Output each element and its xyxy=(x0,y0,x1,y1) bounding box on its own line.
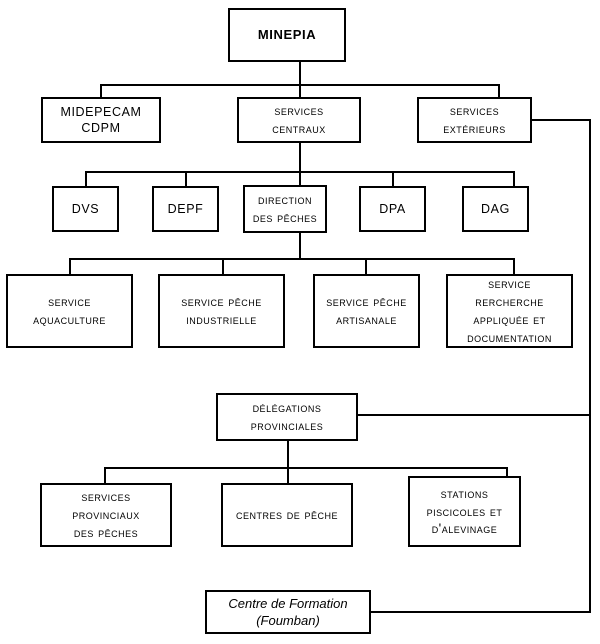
node-service-peche-industrielle-label: Service Pêche Industrielle xyxy=(178,293,265,329)
node-minepia-label: MINEPIA xyxy=(257,27,317,43)
node-midepecam-cdpm-label: MIDEPECAM CDPM xyxy=(57,104,144,137)
connector-row6-drop-centres xyxy=(287,467,289,484)
connector-row4-drop-recherche xyxy=(513,258,515,275)
node-services-provinciaux-line1: Services xyxy=(81,489,131,505)
node-services-centraux[interactable]: Services Centraux xyxy=(237,97,361,143)
node-service-aquaculture[interactable]: Service Aquaculture xyxy=(6,274,133,348)
node-dpa[interactable]: DPA xyxy=(359,186,426,232)
node-stations-piscicoles-label: Stations piscicoles et d'alevinage xyxy=(424,485,506,538)
connector-exterieurs-right xyxy=(531,119,591,121)
node-stations-piscicoles[interactable]: Stations piscicoles et d'alevinage xyxy=(408,476,521,547)
connector-row2-drop-center xyxy=(299,84,301,98)
node-services-centraux-label: Services Centraux xyxy=(269,102,329,138)
node-service-peche-artisanale-line1: Service Pêche xyxy=(326,294,407,310)
connector-row4-drop-industrielle xyxy=(222,258,224,275)
node-service-aquaculture-label: Service Aquaculture xyxy=(30,293,109,329)
node-services-exterieurs-line1: Services xyxy=(449,103,500,119)
node-services-provinciaux-line2: provinciaux xyxy=(72,507,140,523)
connector-row6-drop-stations xyxy=(506,467,508,484)
connector-row6-bus xyxy=(104,467,508,469)
connector-centraux-stem xyxy=(299,143,301,173)
connector-row4-bus xyxy=(69,258,513,260)
node-services-exterieurs-label: Services Extérieurs xyxy=(440,102,509,138)
node-dpa-label: DPA xyxy=(379,201,406,216)
connector-row4-drop-artisanale xyxy=(365,258,367,275)
node-services-centraux-line1: Services xyxy=(274,103,324,119)
node-direction-des-peches-line1: Direction xyxy=(258,192,312,208)
node-stations-line2: piscicoles et xyxy=(426,503,503,519)
connector-delegations-to-trunk xyxy=(357,414,591,416)
node-centre-de-formation-label: Centre de Formation (Foumban) xyxy=(225,595,350,629)
node-delegations-line2: Provinciales xyxy=(250,418,324,433)
node-direction-des-peches-line2: des Pêches xyxy=(252,210,318,225)
node-service-peche-industrielle[interactable]: Service Pêche Industrielle xyxy=(158,274,285,348)
node-dvs[interactable]: DVS xyxy=(52,186,119,232)
connector-row3-drop-dag xyxy=(513,171,515,188)
connector-row3-drop-depf xyxy=(185,171,187,188)
node-direction-des-peches[interactable]: Direction des Pêches xyxy=(243,185,327,233)
node-services-exterieurs-line2: Extérieurs xyxy=(443,121,506,136)
node-stations-line1: Stations xyxy=(440,485,489,501)
node-service-peche-artisanale[interactable]: Service Pêche Artisanale xyxy=(313,274,420,348)
node-service-peche-artisanale-line2: Artisanale xyxy=(336,312,397,327)
connector-row6-drop-provinciaux xyxy=(104,467,106,484)
node-centre-formation-line1: Centre de Formation xyxy=(228,595,348,611)
node-services-exterieurs[interactable]: Services Extérieurs xyxy=(417,97,532,143)
connector-row3-drop-dvs xyxy=(85,171,87,188)
node-midepecam-cdpm-line2: CDPM xyxy=(81,121,121,135)
node-service-recherche-line3: Appliquée et xyxy=(473,312,546,327)
node-midepecam-cdpm-line1: MIDEPECAM xyxy=(60,104,142,119)
node-centre-formation-line2: (Foumban) xyxy=(256,613,320,628)
node-delegations-provinciales[interactable]: Délégations Provinciales xyxy=(216,393,358,441)
node-depf[interactable]: DEPF xyxy=(152,186,219,232)
connector-row4-drop-aquaculture xyxy=(69,258,71,275)
node-stations-line3: d'alevinage xyxy=(431,521,498,537)
node-service-recherche-line4: Documentation xyxy=(467,329,552,345)
connector-row3-drop-dpa xyxy=(392,171,394,188)
node-centre-de-formation[interactable]: Centre de Formation (Foumban) xyxy=(205,590,371,634)
node-service-peche-industrielle-line2: Industrielle xyxy=(186,312,257,327)
connector-row3-drop-direction xyxy=(299,171,301,188)
node-dag-label: DAG xyxy=(481,201,510,216)
node-service-recherche-appliquee-label: Service Rercherche Appliquée et Document… xyxy=(464,275,555,346)
connector-direction-stem xyxy=(299,232,301,260)
node-services-provinciaux-label: Services provinciaux des Pêches xyxy=(69,488,143,541)
node-services-provinciaux-des-peches[interactable]: Services provinciaux des Pêches xyxy=(40,483,172,547)
node-direction-des-peches-label: Direction des Pêches xyxy=(250,191,320,227)
node-dag[interactable]: DAG xyxy=(462,186,529,232)
node-centres-de-peche-label: Centres de pêche xyxy=(235,507,339,523)
node-service-peche-artisanale-label: Service Pêche Artisanale xyxy=(323,293,410,329)
connector-row2-drop-left xyxy=(100,84,102,98)
node-service-recherche-appliquee[interactable]: Service Rercherche Appliquée et Document… xyxy=(446,274,573,348)
node-minepia[interactable]: MINEPIA xyxy=(228,8,346,62)
node-depf-label: DEPF xyxy=(167,201,204,216)
node-delegations-provinciales-label: Délégations Provinciales xyxy=(248,399,327,435)
connector-delegations-stem xyxy=(287,441,289,469)
node-centres-de-peche[interactable]: Centres de pêche xyxy=(221,483,353,547)
node-midepecam-cdpm[interactable]: MIDEPECAM CDPM xyxy=(41,97,161,143)
node-dvs-label: DVS xyxy=(71,201,100,216)
node-services-centraux-line2: Centraux xyxy=(272,121,326,136)
node-service-aquaculture-line1: Service xyxy=(48,294,91,310)
connector-formation-to-trunk xyxy=(371,611,591,613)
node-service-aquaculture-line2: Aquaculture xyxy=(33,312,106,327)
connector-exterieurs-trunk xyxy=(589,119,591,613)
connector-minepia-stem xyxy=(299,62,301,84)
node-services-provinciaux-line3: des Pêches xyxy=(73,524,139,540)
node-service-peche-industrielle-line1: Service Pêche xyxy=(181,294,262,310)
node-service-recherche-line1: Service xyxy=(488,276,531,292)
node-delegations-line1: Délégations xyxy=(252,400,322,416)
connector-row2-drop-right xyxy=(498,84,500,98)
node-service-recherche-line2: Rercherche xyxy=(475,294,544,310)
